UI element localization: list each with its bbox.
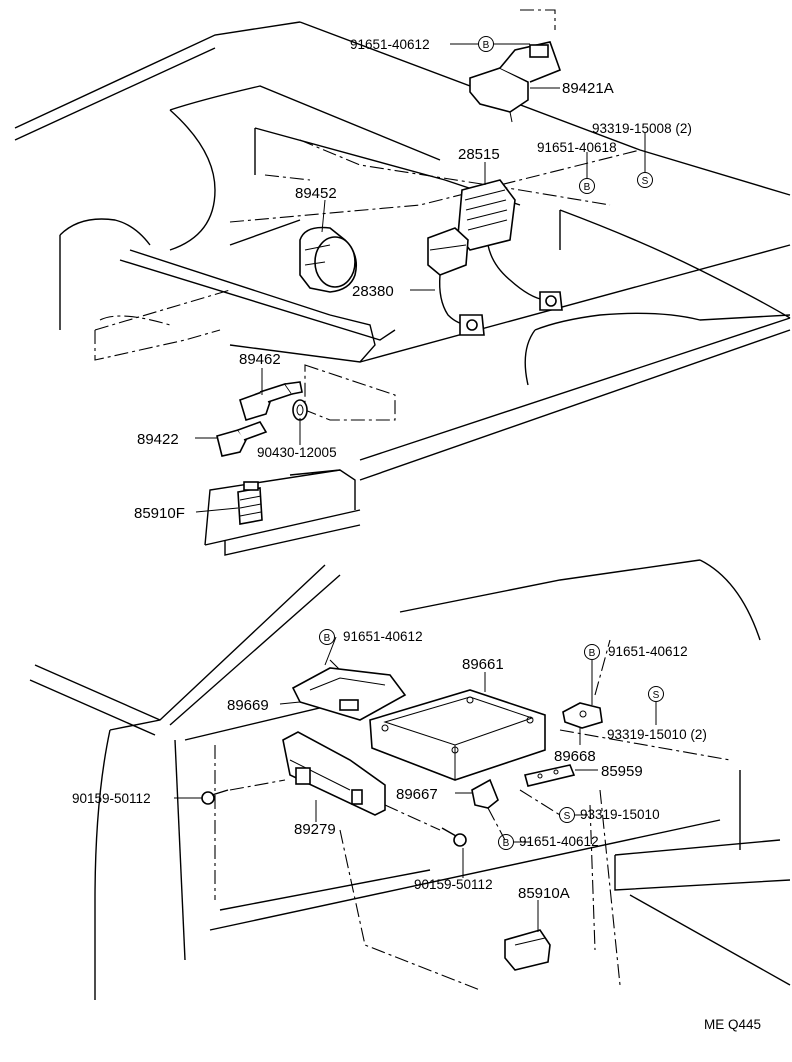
part-89667-bracket <box>471 778 499 809</box>
part-85959-connector <box>524 764 576 787</box>
svg-text:B: B <box>589 648 596 659</box>
part-85910a-connector <box>504 929 551 971</box>
label-91651-40612-lower-left: 91651-40612 <box>343 629 423 644</box>
svg-text:S: S <box>653 690 660 701</box>
badge-s-3: S <box>559 807 575 823</box>
part-90430-gasket <box>292 399 308 421</box>
leader-lines <box>174 43 657 932</box>
label-89667: 89667 <box>396 786 438 803</box>
lower-dash-outlines <box>214 639 731 991</box>
label-28515: 28515 <box>458 146 500 163</box>
part-89669-bracket <box>291 667 407 721</box>
label-93319-15010: 93319-15010 <box>580 807 660 822</box>
part-89661-ecu <box>369 689 546 781</box>
label-89669: 89669 <box>227 697 269 714</box>
badge-b-3: B <box>319 629 335 645</box>
label-91651-40618: 91651-40618 <box>537 140 617 155</box>
part-89462-sensor <box>239 381 303 421</box>
label-89668: 89668 <box>554 748 596 765</box>
badge-b-5: B <box>498 834 514 850</box>
badge-b-2: B <box>579 178 595 194</box>
label-85910a: 85910A <box>518 885 570 902</box>
label-90159-50112-left: 90159-50112 <box>72 791 151 806</box>
part-89421a-sensor <box>469 41 562 123</box>
label-90430-12005: 90430-12005 <box>257 445 337 460</box>
svg-text:B: B <box>324 633 331 644</box>
svg-text:S: S <box>564 811 571 822</box>
label-91651-40612-bottom: 91651-40612 <box>519 834 599 849</box>
label-89421a: 89421A <box>562 80 614 97</box>
label-93319-15008: 93319-15008 (2) <box>592 121 692 136</box>
badge-s-2: S <box>648 686 664 702</box>
label-89452: 89452 <box>295 185 337 202</box>
label-91651-40612-lower-right: 91651-40612 <box>608 644 688 659</box>
label-89462: 89462 <box>239 351 281 368</box>
badge-b-1: B <box>478 36 494 52</box>
svg-text:B: B <box>584 182 591 193</box>
part-bolt-left <box>201 789 229 805</box>
diagram-code: ME Q445 <box>704 1017 761 1032</box>
badge-b-4: B <box>584 644 600 660</box>
lower-body-outline <box>29 559 791 1000</box>
svg-text:B: B <box>483 40 490 51</box>
svg-text:S: S <box>642 176 649 187</box>
part-85910f-connector <box>237 481 263 525</box>
part-28380-relay <box>427 227 485 336</box>
part-bolt-center <box>441 827 467 847</box>
part-28515-relay <box>457 179 563 311</box>
part-89452-sensor <box>299 226 358 293</box>
label-93319-15010-2: 93319-15010 (2) <box>607 727 707 742</box>
label-89279: 89279 <box>294 821 336 838</box>
label-89422: 89422 <box>137 431 179 448</box>
part-89422-sensor <box>216 421 268 457</box>
label-85910f: 85910F <box>134 505 185 522</box>
svg-text:B: B <box>503 838 510 849</box>
badge-s-1: S <box>637 172 653 188</box>
label-89661: 89661 <box>462 656 504 673</box>
part-89668-bracket <box>562 702 603 729</box>
part-89279-bracket <box>282 731 386 816</box>
upper-body-outline <box>14 21 791 556</box>
label-28380: 28380 <box>352 283 394 300</box>
label-85959: 85959 <box>601 763 643 780</box>
label-90159-50112-center: 90159-50112 <box>414 877 493 892</box>
label-91651-40612-top: 91651-40612 <box>350 37 430 52</box>
